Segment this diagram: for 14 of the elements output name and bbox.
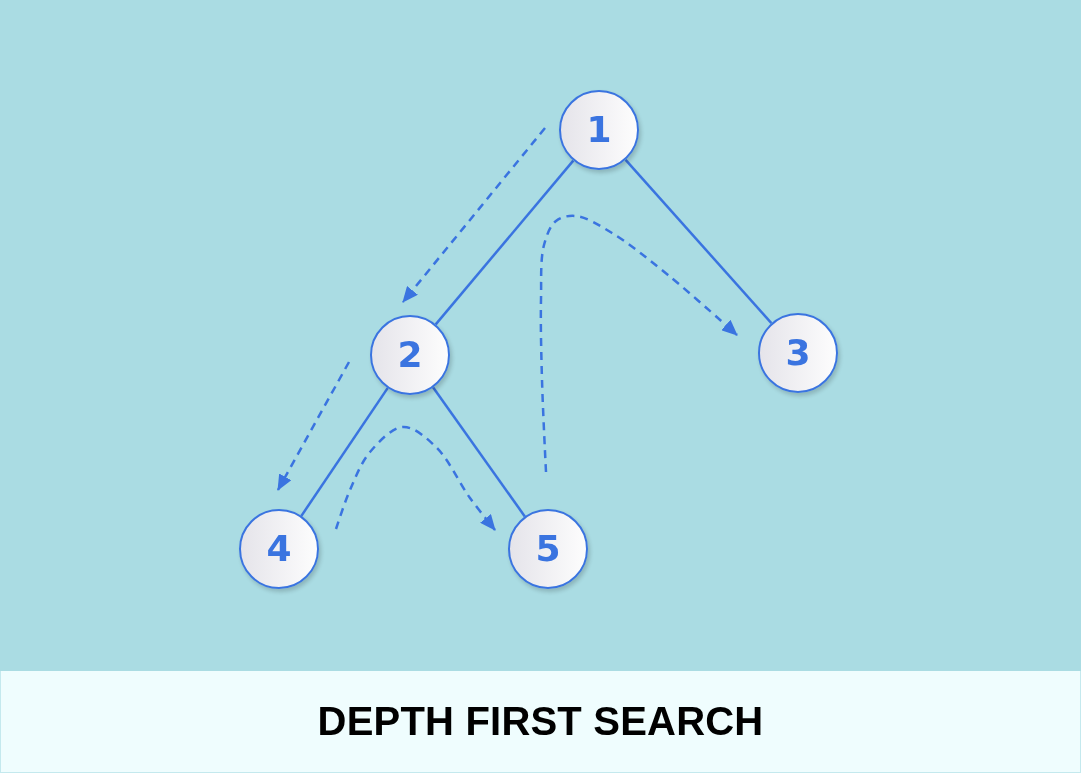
traversal-arrow	[539, 214, 738, 473]
traversal-arrow	[276, 361, 351, 491]
node-number: 2	[397, 337, 423, 373]
tree-edge	[434, 159, 575, 326]
node-number: 1	[586, 112, 612, 148]
tree-edge	[300, 387, 389, 517]
node-number: 3	[785, 335, 811, 371]
node-number: 4	[266, 531, 292, 567]
tree-edge	[432, 386, 526, 518]
traversal-arrow	[402, 127, 546, 303]
traversal-arrow	[334, 425, 496, 531]
diagram-title: DEPTH FIRST SEARCH	[317, 699, 764, 744]
node-number: 5	[535, 531, 561, 567]
tree-edge	[624, 159, 773, 324]
